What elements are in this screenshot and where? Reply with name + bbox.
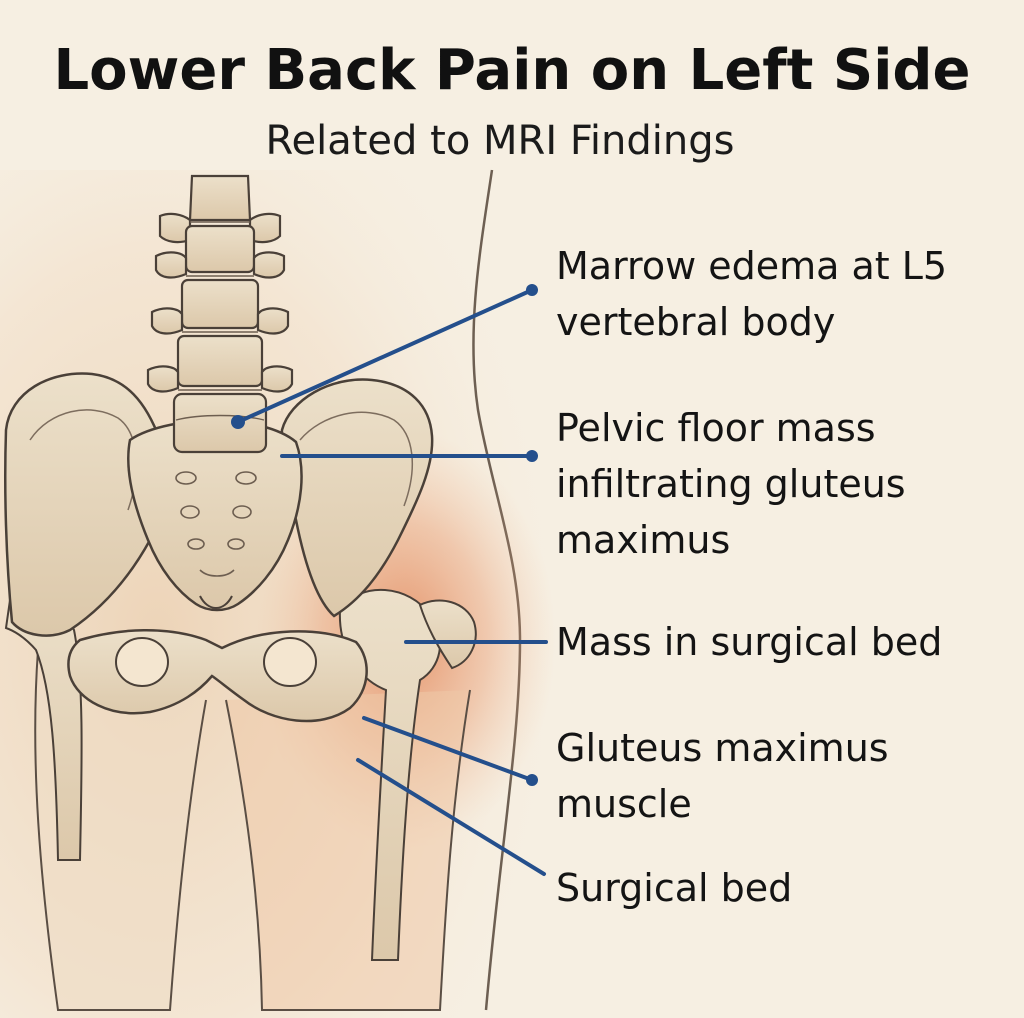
label-line: infiltrating gluteus bbox=[556, 462, 906, 506]
leader-dots bbox=[231, 284, 538, 786]
leader-dot bbox=[231, 415, 245, 429]
label-line: Marrow edema at L5 bbox=[556, 244, 948, 288]
lumbar-spine bbox=[146, 174, 294, 454]
label-line: Pelvic floor mass bbox=[556, 406, 876, 450]
label-line: Gluteus maximus bbox=[556, 726, 889, 770]
page-title: Lower Back Pain on Left Side bbox=[53, 38, 971, 103]
right-trochanter bbox=[418, 599, 477, 670]
label-line: Mass in surgical bed bbox=[556, 620, 943, 664]
label-line: maximus bbox=[556, 518, 731, 562]
right-obturator bbox=[263, 637, 317, 687]
page-subtitle: Related to MRI Findings bbox=[265, 118, 735, 164]
right-iliac-inner bbox=[299, 411, 414, 507]
leader-dot bbox=[526, 284, 538, 296]
coccyx bbox=[199, 595, 233, 609]
right-thigh bbox=[225, 689, 471, 1011]
intervertebral-discs bbox=[178, 221, 262, 391]
leader-lines bbox=[236, 288, 548, 876]
label-line: vertebral body bbox=[556, 300, 836, 344]
label-surgical-bed: Surgical bed bbox=[556, 860, 1024, 916]
label-gluteus-maximus: Gluteus maximus muscle bbox=[556, 720, 1024, 832]
leader-dot bbox=[526, 450, 538, 462]
label-line: Surgical bed bbox=[556, 866, 793, 910]
label-line: muscle bbox=[556, 782, 692, 826]
leader-line-marrow-edema bbox=[236, 288, 534, 424]
label-pelvic-floor-mass: Pelvic floor mass infiltrating gluteus m… bbox=[556, 400, 1024, 568]
label-mass-surgical-bed: Mass in surgical bed bbox=[556, 614, 1024, 670]
l5-vertebral-body bbox=[175, 414, 265, 421]
leader-dot bbox=[526, 774, 538, 786]
leader-line-surgical-bed bbox=[356, 758, 546, 876]
sacral-foramina bbox=[175, 471, 257, 577]
leader-line-gluteus-maximus bbox=[362, 716, 534, 782]
label-marrow-edema: Marrow edema at L5 vertebral body bbox=[556, 238, 1024, 350]
left-obturator bbox=[115, 637, 169, 687]
